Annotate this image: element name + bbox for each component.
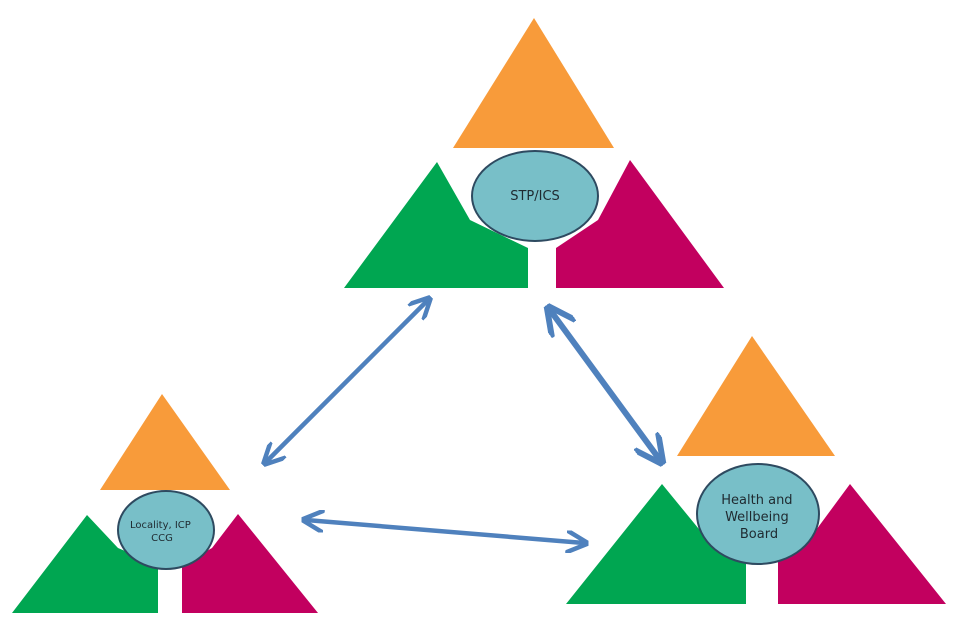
locality-orange-segment xyxy=(100,394,230,490)
hwb-label-line-1: Health and xyxy=(721,493,792,508)
node-health-wellbeing-board: Health and Wellbeing Board xyxy=(566,336,946,604)
arrow-stp-hwb xyxy=(550,310,660,460)
hwb-magenta-segment xyxy=(778,484,946,604)
stp-magenta-segment xyxy=(556,160,724,288)
locality-label-line-1: Locality, ICP xyxy=(130,520,191,531)
locality-magenta-segment xyxy=(182,514,318,613)
stp-green-segment xyxy=(344,162,528,288)
stp-label-line: STP/ICS xyxy=(510,189,560,204)
hwb-circle xyxy=(696,463,820,565)
stp-circle xyxy=(471,150,599,242)
locality-label-line-2: CCG xyxy=(151,533,173,544)
hwb-label-line-3: Board xyxy=(740,527,778,542)
arrow-stp-locality xyxy=(266,300,428,462)
hwb-green-segment xyxy=(566,484,746,604)
hwb-label: Health and Wellbeing Board xyxy=(721,493,796,542)
arrow-locality-hwb xyxy=(306,520,584,543)
stp-orange-segment xyxy=(453,18,614,148)
stp-label: STP/ICS xyxy=(510,189,560,204)
hwb-orange-segment xyxy=(677,336,835,456)
locality-label: Locality, ICP CCG xyxy=(130,520,194,544)
locality-green-segment xyxy=(12,515,158,613)
locality-circle xyxy=(117,490,215,570)
node-stp-ics: STP/ICS xyxy=(344,18,724,288)
connectors xyxy=(266,300,660,543)
hwb-label-line-2: Wellbeing xyxy=(725,510,789,525)
node-locality-icp-ccg: Locality, ICP CCG xyxy=(12,394,318,613)
